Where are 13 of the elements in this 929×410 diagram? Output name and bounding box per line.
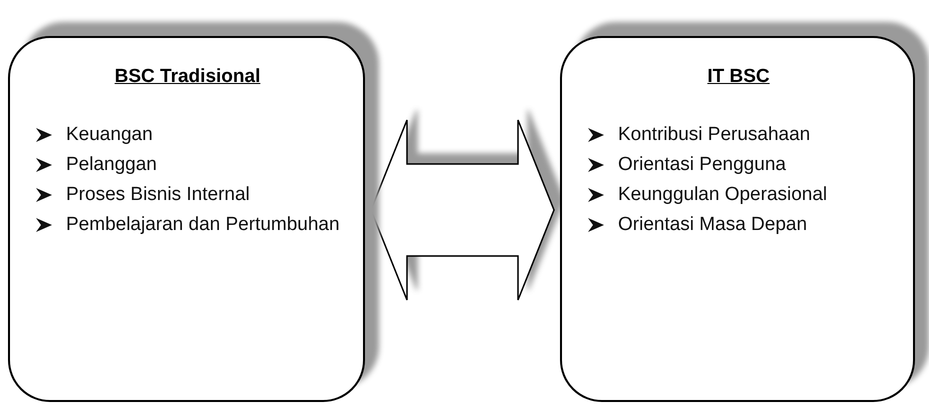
list-item: Proses Bisnis Internal bbox=[66, 183, 250, 207]
list-item: Keunggulan Operasional bbox=[618, 183, 828, 207]
list-item: Pelanggan bbox=[66, 153, 157, 177]
list-item: Keuangan bbox=[66, 123, 153, 147]
list-item: Orientasi Pengguna bbox=[618, 153, 786, 177]
list-item: Pembelajaran dan Pertumbuhan bbox=[66, 213, 340, 237]
rounded-panel bbox=[560, 36, 915, 402]
panel-heading: IT BSC bbox=[706, 66, 771, 88]
list-item: Kontribusi Perusahaan bbox=[618, 123, 810, 147]
panel-heading: BSC Tradisional bbox=[114, 66, 262, 88]
rounded-panel bbox=[8, 36, 365, 402]
list-item: Orientasi Masa Depan bbox=[618, 213, 808, 237]
double-arrow bbox=[370, 119, 555, 301]
